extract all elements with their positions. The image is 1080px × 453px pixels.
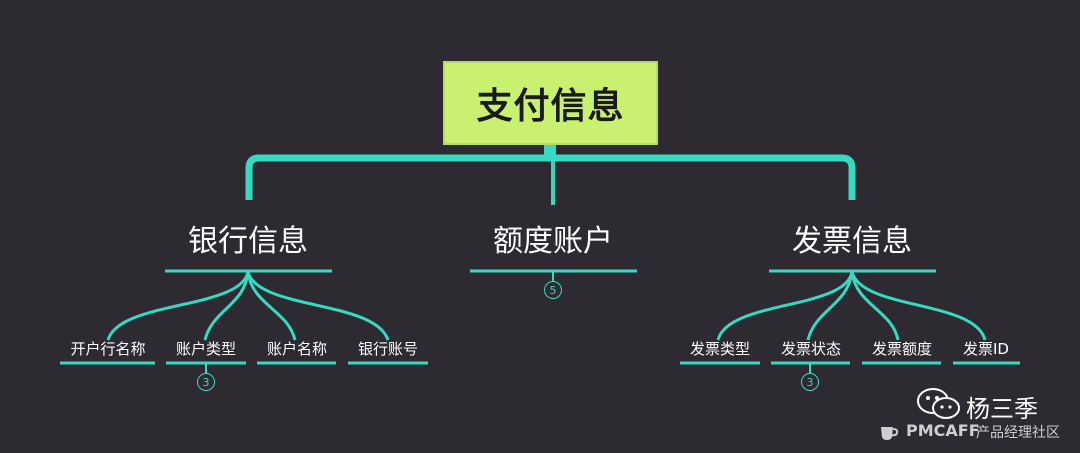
- watermark-brand-sub: 产品经理社区: [976, 425, 1060, 441]
- leaf-label: 发票ID: [963, 340, 1009, 358]
- fan-invoice-4: [850, 271, 987, 341]
- fan-bank-4: [246, 271, 390, 341]
- watermark-name: 杨三季: [966, 395, 1038, 423]
- leaf-label: 银行账号: [357, 340, 418, 358]
- wechat-icon: [917, 388, 960, 419]
- leaf-label: 账户类型: [175, 340, 236, 358]
- fan-bank-3: [246, 271, 297, 341]
- leaf-label: 发票类型: [689, 340, 750, 358]
- watermark-brand: PMCAFF: [906, 421, 980, 440]
- count-badge: 3: [197, 373, 215, 391]
- root-node: 支付信息: [443, 61, 658, 145]
- root-label: 支付信息: [476, 86, 625, 127]
- count-badge: 3: [801, 373, 819, 391]
- fan-invoice-2: [806, 271, 854, 341]
- leaf-label: 开户行名称: [70, 340, 146, 358]
- leaf-label: 发票额度: [871, 340, 932, 358]
- fan-invoice-1: [716, 271, 854, 341]
- leaf-label: 账户名称: [266, 340, 327, 358]
- branch-label-bank: 银行信息: [188, 224, 308, 259]
- branch-label-invoice: 发票信息: [792, 224, 912, 259]
- fan-bank-1: [106, 271, 250, 341]
- fan-invoice-3: [850, 271, 900, 341]
- fan-bank-2: [203, 271, 250, 341]
- branch-label-quota: 额度账户: [493, 224, 613, 259]
- count-badge: 5: [544, 281, 562, 299]
- top-bracket: [245, 154, 856, 200]
- coffee-cup-icon: [881, 427, 899, 440]
- leaf-label: 发票状态: [780, 340, 841, 358]
